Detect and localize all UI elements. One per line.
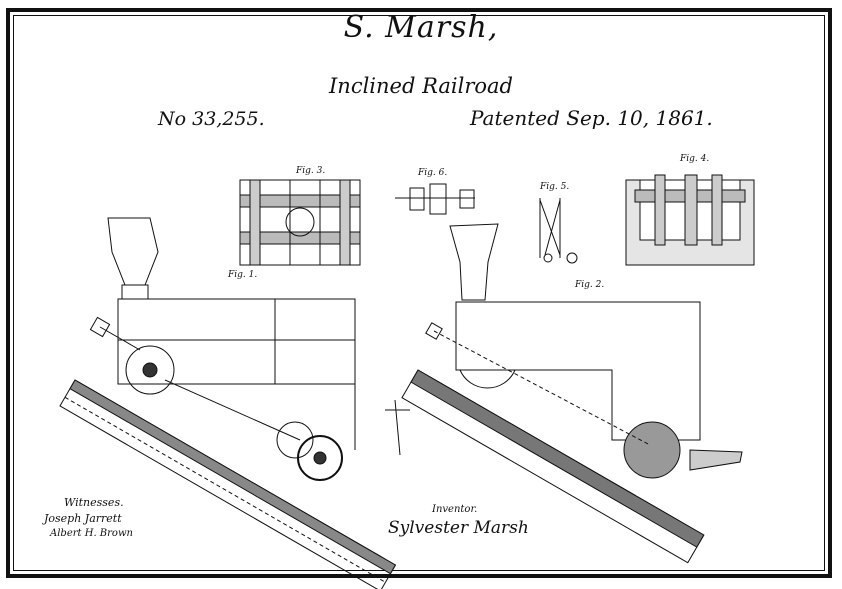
fig1-label: Fig. 1. bbox=[228, 270, 257, 280]
witnesses-label: Witnesses. bbox=[64, 496, 124, 509]
fig4-label: Fig. 4. bbox=[680, 154, 709, 164]
fig2-label: Fig. 2. bbox=[575, 280, 604, 290]
fig3-drawing bbox=[240, 180, 360, 265]
witness-signature: Joseph Jarrett bbox=[44, 512, 122, 525]
inventor-label: Inventor. bbox=[432, 504, 477, 515]
fig6-drawing bbox=[395, 184, 475, 214]
witness-signature: Albert H. Brown bbox=[50, 528, 133, 539]
fig5-drawing bbox=[540, 198, 577, 263]
fig6-label: Fig. 6. bbox=[418, 168, 447, 178]
inventor-signature: Sylvester Marsh bbox=[388, 518, 529, 538]
fig3-label: Fig. 3. bbox=[296, 166, 325, 176]
fig4-drawing bbox=[626, 175, 754, 265]
fig5-label: Fig. 5. bbox=[540, 182, 569, 192]
